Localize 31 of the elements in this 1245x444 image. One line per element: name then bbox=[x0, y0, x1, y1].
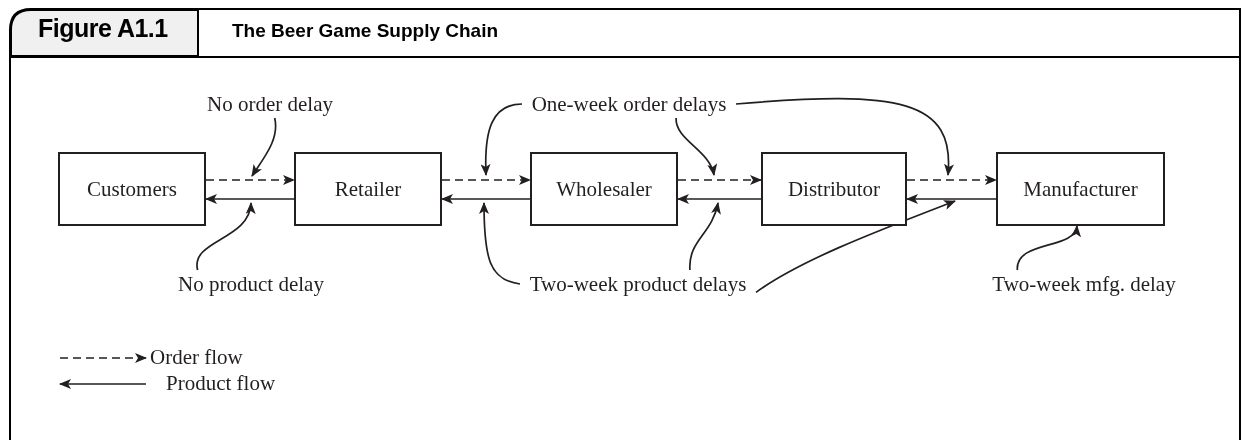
flow-arrow bbox=[677, 175, 762, 185]
leader-line bbox=[689, 202, 721, 271]
process-box: Wholesaler bbox=[530, 152, 678, 226]
flow-arrow bbox=[906, 194, 997, 204]
leader-label: No product delay bbox=[162, 270, 340, 298]
leader-line bbox=[251, 117, 277, 177]
figure-number: Figure A1.1 bbox=[38, 14, 168, 43]
flow-arrow bbox=[677, 194, 762, 204]
legend-label: Product flow bbox=[166, 371, 276, 396]
leader-label: Two-week product delays bbox=[520, 270, 756, 298]
flow-arrow bbox=[441, 175, 531, 185]
flow-arrow bbox=[441, 194, 531, 204]
process-box: Customers bbox=[58, 152, 206, 226]
leader-label: No order delay bbox=[192, 90, 348, 118]
leader-line bbox=[480, 103, 523, 176]
process-box: Retailer bbox=[294, 152, 442, 226]
leader-label: Two-week mfg. delay bbox=[986, 270, 1182, 298]
flow-arrow bbox=[205, 194, 295, 204]
flow-arrow bbox=[205, 175, 295, 185]
leader-line bbox=[675, 117, 716, 176]
process-box: Distributor bbox=[761, 152, 907, 226]
flow-arrow bbox=[906, 175, 997, 185]
leader-line bbox=[479, 202, 521, 285]
process-box: Manufacturer bbox=[996, 152, 1165, 226]
figure-title: The Beer Game Supply Chain bbox=[232, 20, 499, 42]
leader-label: One-week order delays bbox=[522, 90, 736, 118]
legend-label: Order flow bbox=[150, 345, 243, 370]
leader-line bbox=[1016, 225, 1079, 271]
leader-line bbox=[735, 97, 954, 176]
leader-line bbox=[755, 200, 956, 294]
leader-line bbox=[196, 202, 255, 271]
